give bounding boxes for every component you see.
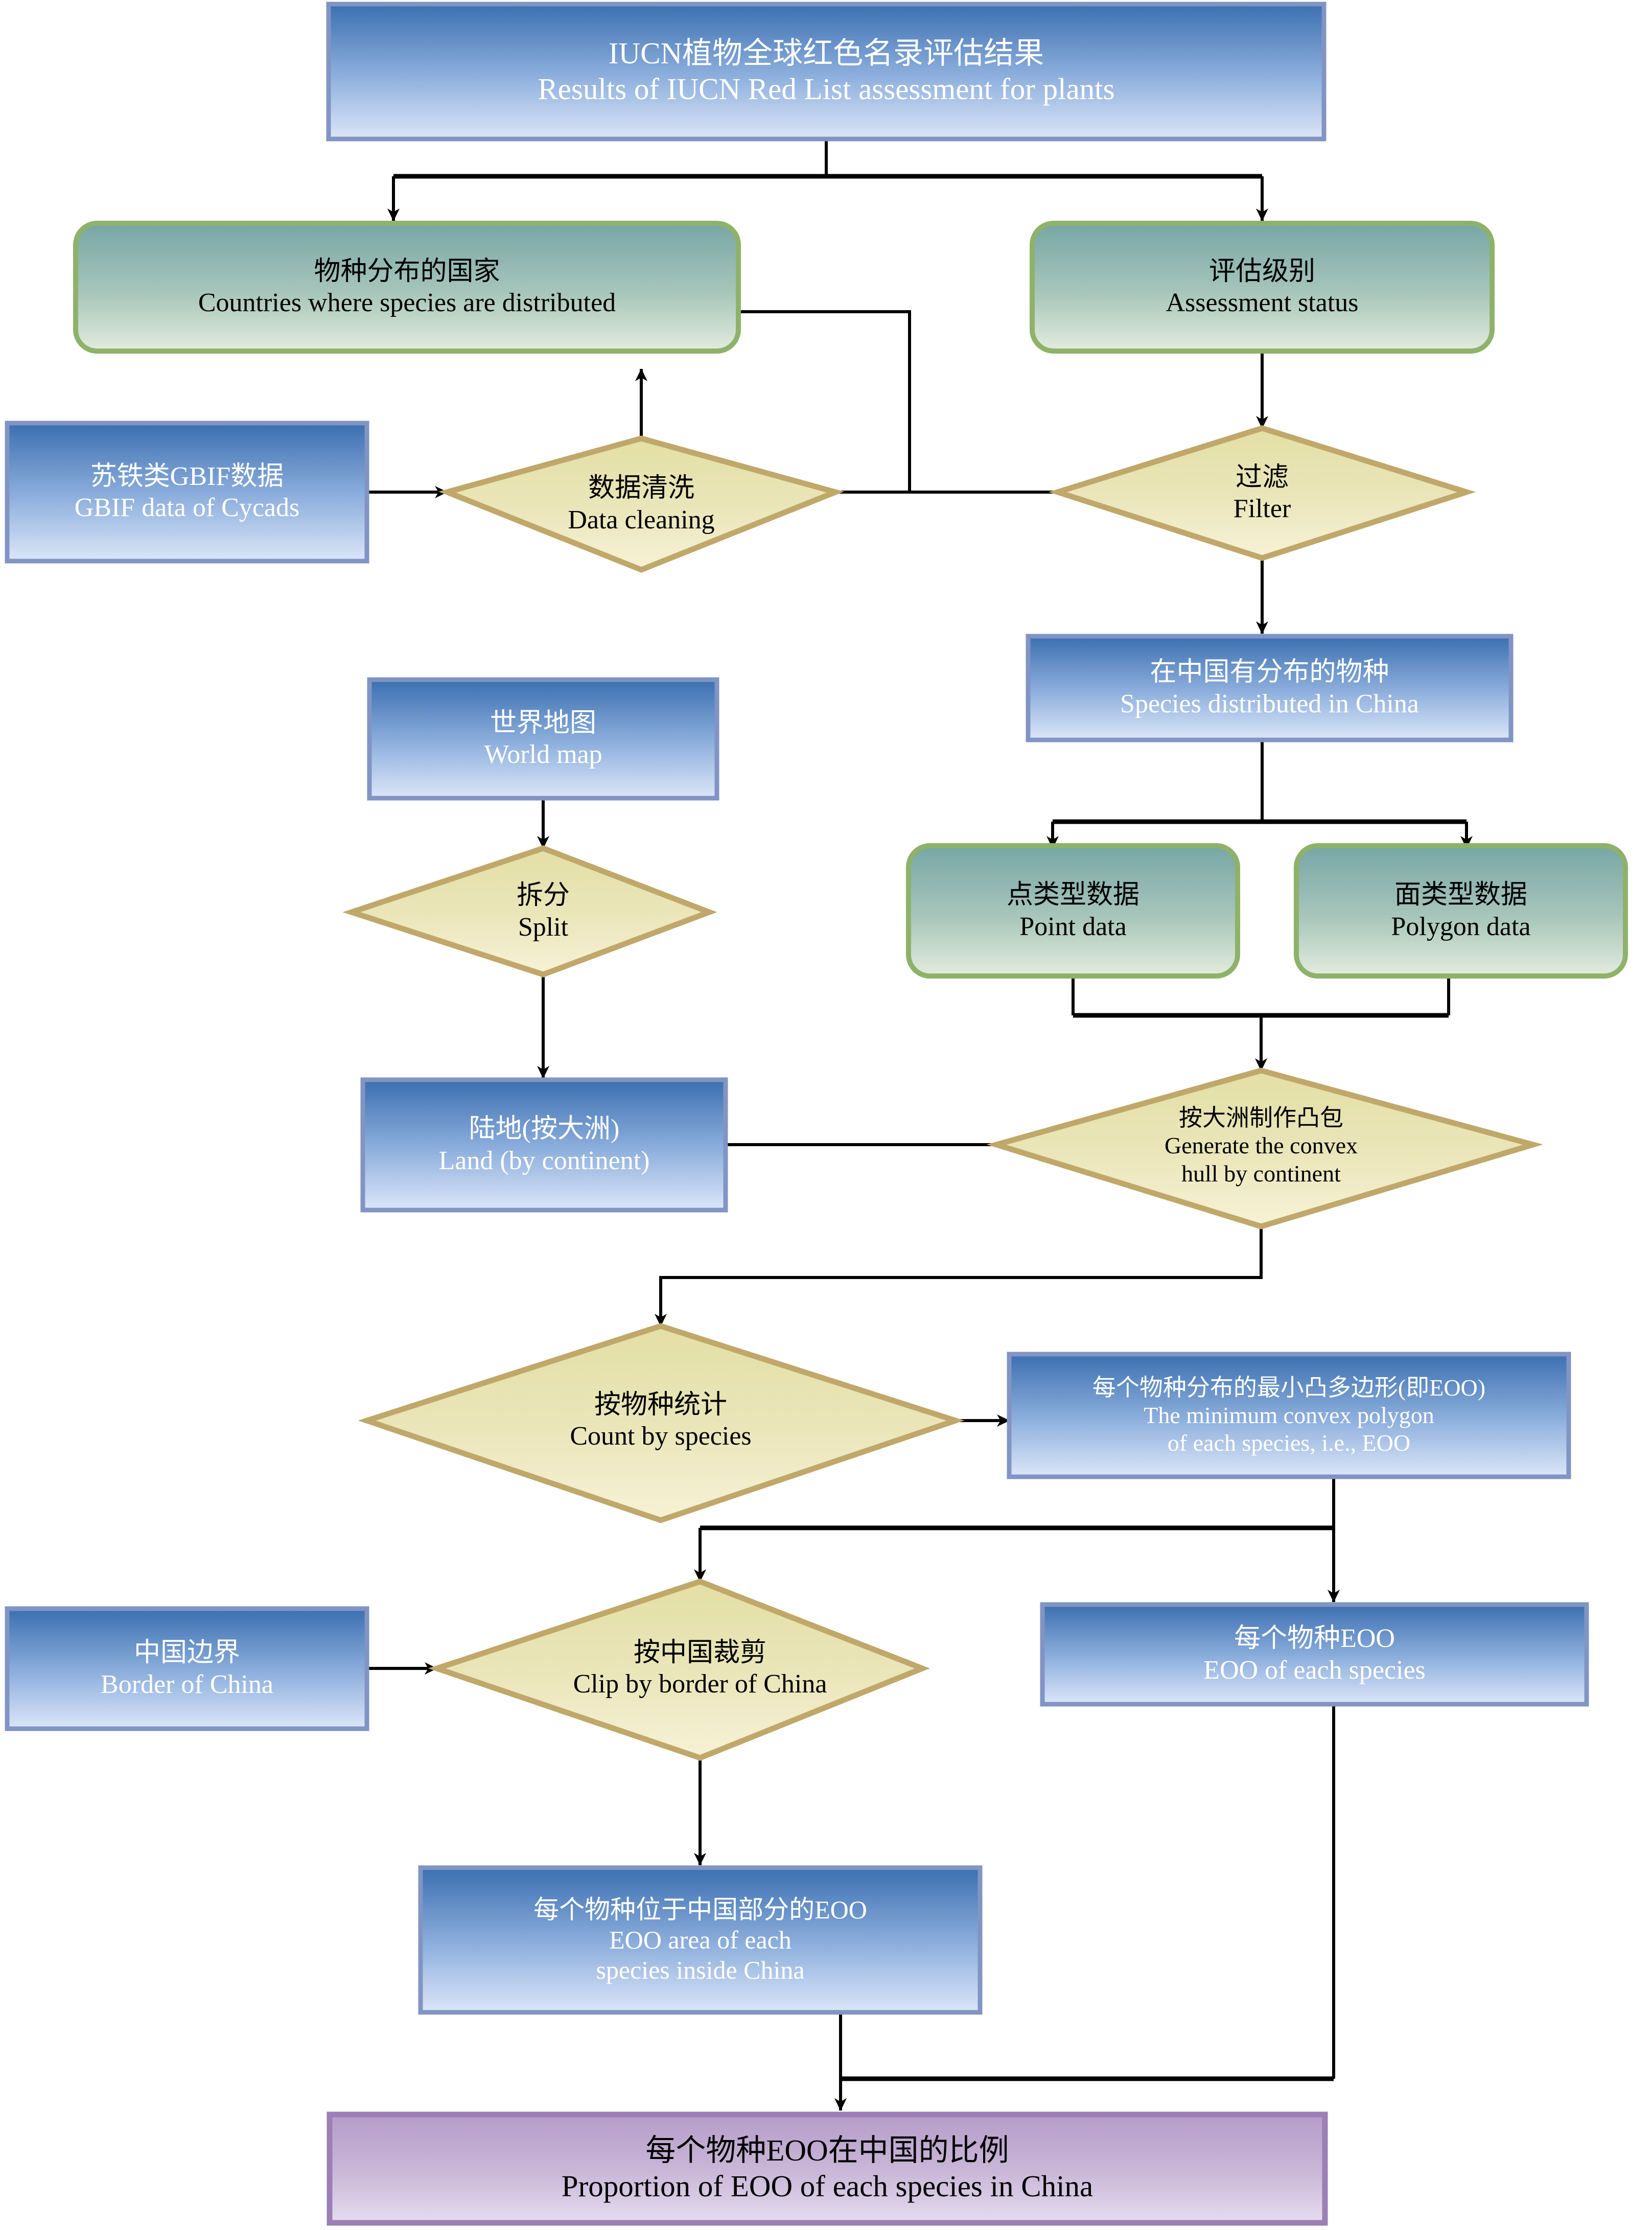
generate-convex-hull-diamond[interactable]: 按大洲制作凸包 Generate the convex hull by cont… xyxy=(1067,1076,1455,1216)
point-data-box-shape xyxy=(906,843,1240,979)
filter-zh: 过滤 xyxy=(1235,462,1289,492)
generate-convex-hull-en-line2: hull by continent xyxy=(1181,1160,1341,1187)
filter-en: Filter xyxy=(1233,494,1291,523)
count-by-species-zh: 按物种统计 xyxy=(594,1390,727,1420)
species-distributed-in-china-en: Species distributed in China xyxy=(1120,689,1419,718)
count-by-species-en: Count by species xyxy=(570,1422,752,1451)
gbif-cycads-data-box[interactable]: 苏铁类GBIF数据 GBIF data of Cycads xyxy=(7,423,367,561)
minimum-convex-polygon-en-line1: The minimum convex polygon xyxy=(1144,1402,1434,1428)
gbif-cycads-data-zh: 苏铁类GBIF数据 xyxy=(90,461,284,491)
polygon-data-box[interactable]: 面类型数据 Polygon data xyxy=(1296,846,1625,976)
gbif-cycads-data-box-shape xyxy=(5,421,369,564)
assessment-status-box[interactable]: 评估级别 Assessment status xyxy=(1032,223,1492,351)
gbif-cycads-data-en: GBIF data of Cycads xyxy=(74,493,300,522)
land-by-continent-box[interactable]: 陆地(按大洲) Land (by continent) xyxy=(363,1080,726,1210)
split-zh: 拆分 xyxy=(516,881,570,911)
minimum-convex-polygon-en-line2: of each species, i.e., EOO xyxy=(1167,1430,1411,1456)
proportion-of-eoo-en: Proportion of EOO of each species in Chi… xyxy=(561,2169,1093,2203)
clip-by-border-of-china-en: Clip by border of China xyxy=(573,1669,827,1699)
split-diamond-shape xyxy=(342,845,717,978)
count-by-species-diamond[interactable]: 按物种统计 Count by species xyxy=(477,1357,845,1484)
world-map-box-shape xyxy=(367,677,719,801)
countries-distributed-zh: 物种分布的国家 xyxy=(314,257,500,286)
world-map-en: World map xyxy=(484,740,602,769)
generate-convex-hull-en-line1: Generate the convex xyxy=(1164,1132,1358,1159)
assessment-status-zh: 评估级别 xyxy=(1208,257,1315,286)
eoo-inside-china-box-shape xyxy=(418,1865,983,2015)
clip-by-border-of-china-diamond-shape xyxy=(428,1578,930,1761)
clip-by-border-of-china-diamond[interactable]: 按中国裁剪 Clip by border of China xyxy=(462,1605,938,1732)
species-distributed-in-china-box[interactable]: 在中国有分布的物种 Species distributed in China xyxy=(1028,636,1511,740)
border-of-china-en: Border of China xyxy=(101,1669,273,1699)
point-data-zh: 点类型数据 xyxy=(1006,880,1139,910)
data-cleaning-diamond-shape xyxy=(438,435,845,573)
polygon-data-box-shape xyxy=(1294,843,1628,979)
species-distributed-in-china-box-shape xyxy=(1026,634,1514,742)
generate-convex-hull-diamond-shape xyxy=(986,1067,1543,1229)
proportion-of-eoo-zh: 每个物种EOO在中国的比例 xyxy=(645,2133,1009,2168)
proportion-of-eoo-in-china-box[interactable]: 每个物种EOO在中国的比例 Proportion of EOO of each … xyxy=(330,2115,1325,2223)
filter-diamond[interactable]: 过滤 Filter xyxy=(1109,428,1415,558)
iucn-assessment-results-box-shape xyxy=(326,2,1327,142)
iucn-assessment-results-en: Results of IUCN Red List assessment for … xyxy=(538,72,1115,106)
clip-by-border-of-china-zh: 按中国裁剪 xyxy=(633,1638,766,1667)
edge-hull-to-count xyxy=(655,1226,1263,1327)
world-map-zh: 世界地图 xyxy=(490,708,596,738)
polygon-data-zh: 面类型数据 xyxy=(1394,880,1527,910)
eoo-inside-china-en-line1: EOO area of each xyxy=(609,1925,792,1954)
filter-diamond-shape xyxy=(1048,425,1476,561)
eoo-inside-china-box[interactable]: 每个物种位于中国部分的EOO EOO area of each species … xyxy=(421,1868,980,2012)
eoo-of-each-species-box[interactable]: 每个物种EOO EOO of each species xyxy=(1042,1605,1587,1704)
eoo-of-each-species-box-shape xyxy=(1040,1602,1589,1707)
iucn-assessment-results-zh: IUCN植物全球红色名录评估结果 xyxy=(608,36,1044,71)
countries-distributed-box[interactable]: 物种分布的国家 Countries where species are dist… xyxy=(76,223,738,351)
proportion-of-eoo-in-china-box-shape xyxy=(327,2111,1328,2226)
point-data-box[interactable]: 点类型数据 Point data xyxy=(909,846,1238,976)
assessment-status-en: Assessment status xyxy=(1166,288,1359,317)
border-of-china-box-shape xyxy=(5,1606,369,1731)
minimum-convex-polygon-eoo-box-shape xyxy=(1007,1352,1571,1479)
polygon-data-en: Polygon data xyxy=(1391,912,1531,941)
border-of-china-box[interactable]: 中国边界 Border of China xyxy=(7,1609,367,1729)
countries-distributed-box-shape xyxy=(73,221,741,354)
split-diamond[interactable]: 拆分 Split xyxy=(415,848,671,974)
edge-countries-to-filter xyxy=(738,310,911,492)
data-cleaning-en: Data cleaning xyxy=(568,505,715,535)
iucn-assessment-results-box[interactable]: IUCN植物全球红色名录评估结果 Results of IUCN Red Lis… xyxy=(329,4,1324,139)
land-by-continent-zh: 陆地(按大洲) xyxy=(469,1114,620,1144)
generate-convex-hull-zh: 按大洲制作凸包 xyxy=(1179,1105,1343,1131)
minimum-convex-polygon-eoo-box[interactable]: 每个物种分布的最小凸多边形(即EOO) The minimum convex p… xyxy=(1009,1354,1569,1477)
world-map-box[interactable]: 世界地图 World map xyxy=(369,680,717,798)
data-cleaning-diamond[interactable]: 数据清洗 Data cleaning xyxy=(462,438,820,570)
eoo-inside-china-en-line2: species inside China xyxy=(596,1956,805,1984)
point-data-en: Point data xyxy=(1019,912,1127,941)
eoo-of-each-species-en: EOO of each species xyxy=(1203,1655,1426,1685)
eoo-inside-china-zh: 每个物种位于中国部分的EOO xyxy=(533,1895,867,1924)
land-by-continent-en: Land (by continent) xyxy=(438,1146,650,1175)
land-by-continent-box-shape xyxy=(360,1077,728,1213)
eoo-of-each-species-zh: 每个物种EOO xyxy=(1234,1624,1395,1654)
data-cleaning-zh: 数据清洗 xyxy=(588,474,694,503)
minimum-convex-polygon-zh: 每个物种分布的最小凸多边形(即EOO) xyxy=(1092,1374,1486,1401)
species-distributed-in-china-zh: 在中国有分布的物种 xyxy=(1150,658,1389,687)
assessment-status-box-shape xyxy=(1030,221,1495,354)
split-en: Split xyxy=(518,912,569,942)
count-by-species-diamond-shape xyxy=(358,1323,965,1523)
countries-distributed-en: Countries where species are distributed xyxy=(198,288,616,317)
border-of-china-zh: 中国边界 xyxy=(133,1638,240,1668)
